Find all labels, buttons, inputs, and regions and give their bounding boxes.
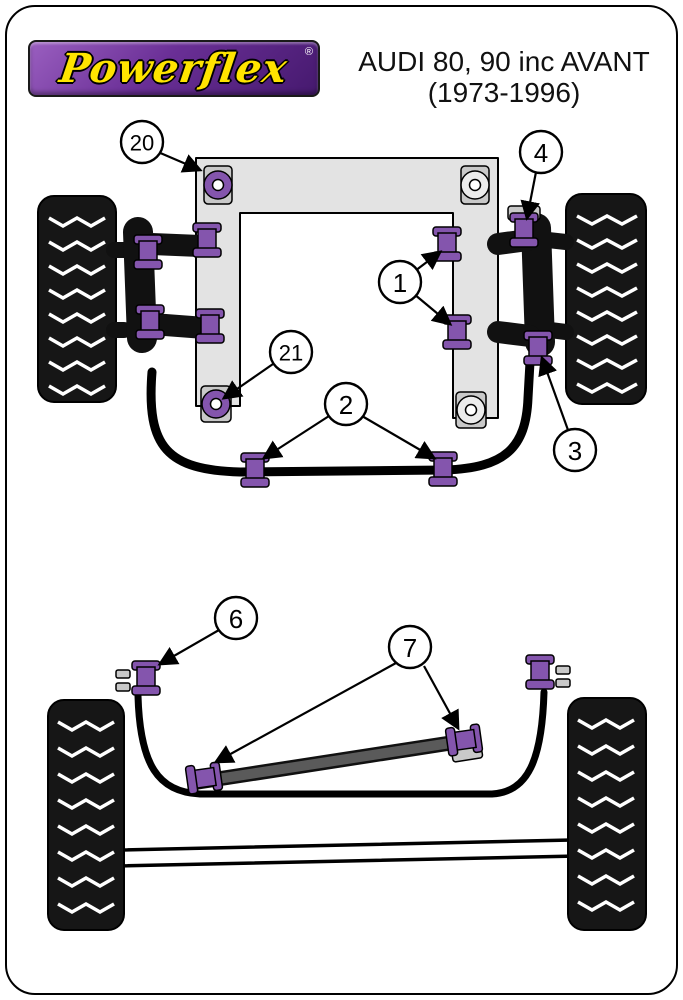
bushing-rear-arb-right [525,654,555,690]
front-suspension-diagram: 20 4 1 21 2 3 [37,119,647,488]
callout-2-label: 2 [339,390,353,420]
callout-2: 2 [323,381,369,427]
bolt-rear-left-b [115,682,131,692]
arrow-3 [538,355,570,431]
callout-20: 20 [119,119,165,165]
bolt-rear-left-a [115,669,131,679]
bolt-rear-right-a [555,665,571,675]
arrow-2a [261,415,330,460]
bushing-panhard-left [184,761,224,795]
bushing-subframe-front-mount [203,170,233,200]
panhard-rod [190,732,484,790]
callout-3: 3 [552,427,598,473]
rear-axle-tube [112,838,580,868]
arrow-20 [157,150,203,173]
page-title: AUDI 80, 90 inc AVANT (1973-1996) [345,46,663,109]
rear-right-tire [567,697,647,931]
callout-4: 4 [518,129,564,175]
arrow-2b [361,415,437,460]
arrow-6 [157,629,220,666]
callout-20-label: 20 [130,131,154,156]
callout-21: 21 [268,329,314,375]
callout-21-label: 21 [279,341,303,366]
bushing-rear-arb-left [131,660,161,696]
front-anti-roll-bar [146,357,535,477]
rear-anti-roll-bar [134,688,548,798]
arrow-4 [520,171,540,221]
arrow-1a [414,250,443,272]
callout-1-label: 1 [393,268,407,298]
front-subframe [195,157,499,419]
arrow-21 [221,363,274,400]
bushing-subframe-rear-mount [201,389,231,419]
vehicle-years: (1973-1996) [427,77,581,109]
callout-3-label: 3 [568,436,582,466]
bolt-rear-right-b [555,678,571,688]
arrow-7b [423,665,460,731]
subframe-mount-top-right [460,170,490,200]
rear-suspension-diagram: 6 7 [47,595,647,931]
callout-4-label: 4 [534,138,548,168]
front-left-tire [37,195,117,403]
callout-1: 1 [377,259,423,305]
subframe-mount-bottom-right [456,395,486,425]
front-right-tire [565,193,647,405]
callout-7-label: 7 [403,633,417,663]
callout-7: 7 [387,624,433,670]
arrow-7a [213,662,397,764]
callout-6-label: 6 [229,604,243,634]
vehicle-model: AUDI 80, 90 inc AVANT [358,46,650,77]
arrow-1b [413,293,453,326]
callout-6: 6 [213,595,259,641]
rear-left-tire [47,699,125,931]
registered-trademark-icon: ® [304,46,313,58]
powerflex-logo: Powerflex ® [28,40,320,97]
